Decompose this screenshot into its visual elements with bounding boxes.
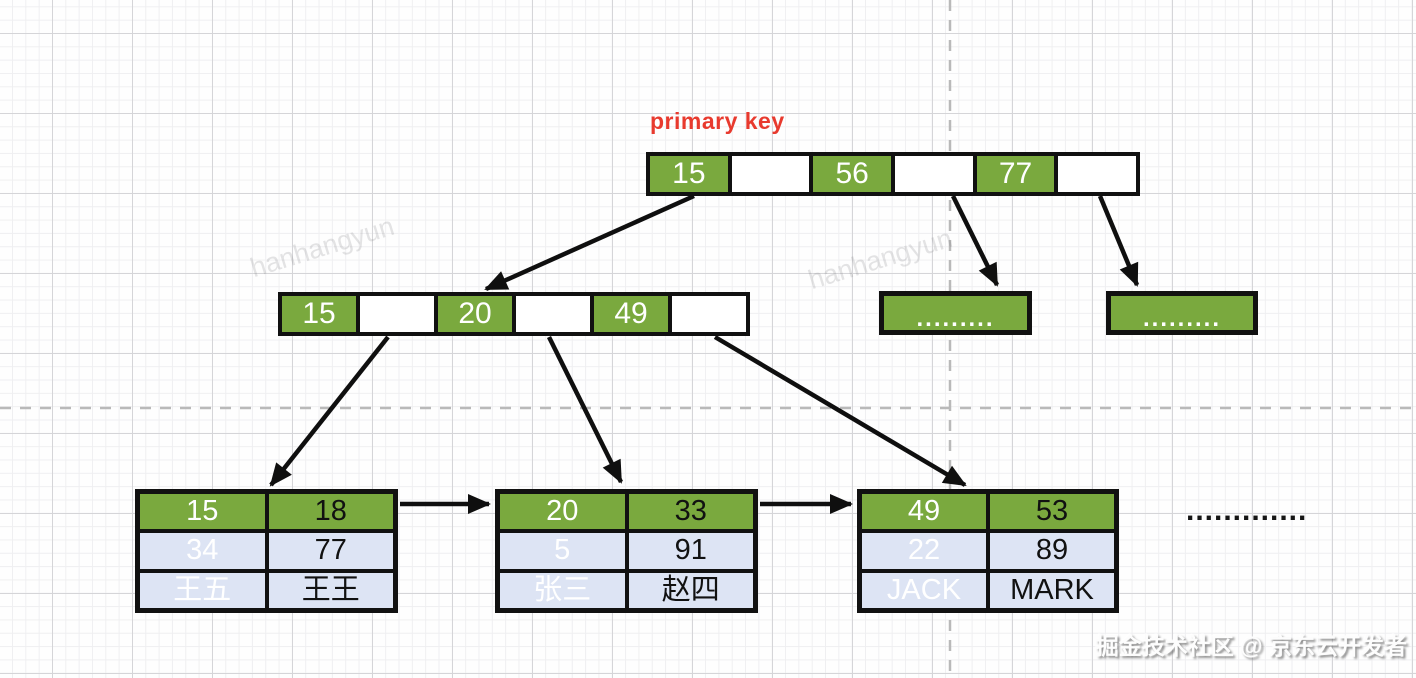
leaf-cell: 77 [268, 533, 393, 569]
internal-key-cell: 15 [282, 296, 356, 332]
leaf-cell: 33 [628, 494, 753, 530]
leaf-cell: 22 [862, 533, 986, 569]
leaf-cell: 53 [990, 494, 1114, 530]
root-key-cell: 77 [976, 156, 1055, 192]
leaf-cell: 49 [862, 494, 986, 530]
watermark-text: hanhangyun [804, 222, 956, 296]
internal-node: 15 20 49 [278, 292, 750, 336]
watermark-text: hanhangyun [246, 210, 398, 284]
leaf-cell: JACK [862, 572, 986, 608]
arrow-internal-to-leaf2 [546, 335, 624, 484]
arrow-root-to-internal [484, 193, 695, 292]
leaf-cell: 34 [140, 533, 265, 569]
leaf-cell: 5 [500, 533, 625, 569]
leaf-table-1: 15 18 34 77 王五 王王 [135, 489, 398, 613]
leaf-cell: 91 [628, 533, 753, 569]
arrow-internal-to-leaf1 [269, 335, 390, 487]
leaf-cell: 89 [990, 533, 1114, 569]
root-node: 15 56 77 [646, 152, 1140, 196]
credit-watermark: 掘金技术社区 @ 京东云开发者 [1095, 633, 1407, 659]
leaf-cell: 王五 [140, 572, 265, 608]
leaf-table-3: 49 53 22 89 JACK MARK [857, 489, 1119, 613]
leaf-table-2: 20 33 5 91 张三 赵四 [495, 489, 758, 613]
leaf-cell: 18 [268, 494, 393, 530]
root-key-cell: 15 [650, 156, 728, 192]
internal-key-cell: 20 [438, 296, 512, 332]
internal-key-cell: 49 [594, 296, 668, 332]
leaf-cell: MARK [990, 572, 1114, 608]
internal-pointer-cell [516, 296, 590, 332]
leaf-continuation-dots: ............. [1186, 494, 1308, 527]
leaf-cell: 15 [140, 494, 265, 530]
root-key-cell: 56 [813, 156, 892, 192]
arrow-internal-to-leaf3 [713, 335, 967, 487]
leaf-cell: 赵四 [628, 572, 753, 608]
arrow-root-to-collapsed-left [950, 195, 1000, 287]
internal-pointer-cell [672, 296, 746, 332]
root-pointer-cell [1058, 156, 1137, 192]
leaf-cell: 张三 [500, 572, 625, 608]
internal-pointer-cell [360, 296, 434, 332]
primary-key-label: primary key [650, 108, 785, 134]
arrow-root-to-collapsed-right [1097, 195, 1140, 287]
root-pointer-cell [731, 156, 810, 192]
leaf-cell: 20 [500, 494, 625, 530]
root-pointer-cell [895, 156, 973, 192]
collapsed-node-right: ......... [1106, 291, 1258, 335]
collapsed-node-left: ......... [879, 291, 1032, 335]
leaf-cell: 王王 [268, 572, 393, 608]
